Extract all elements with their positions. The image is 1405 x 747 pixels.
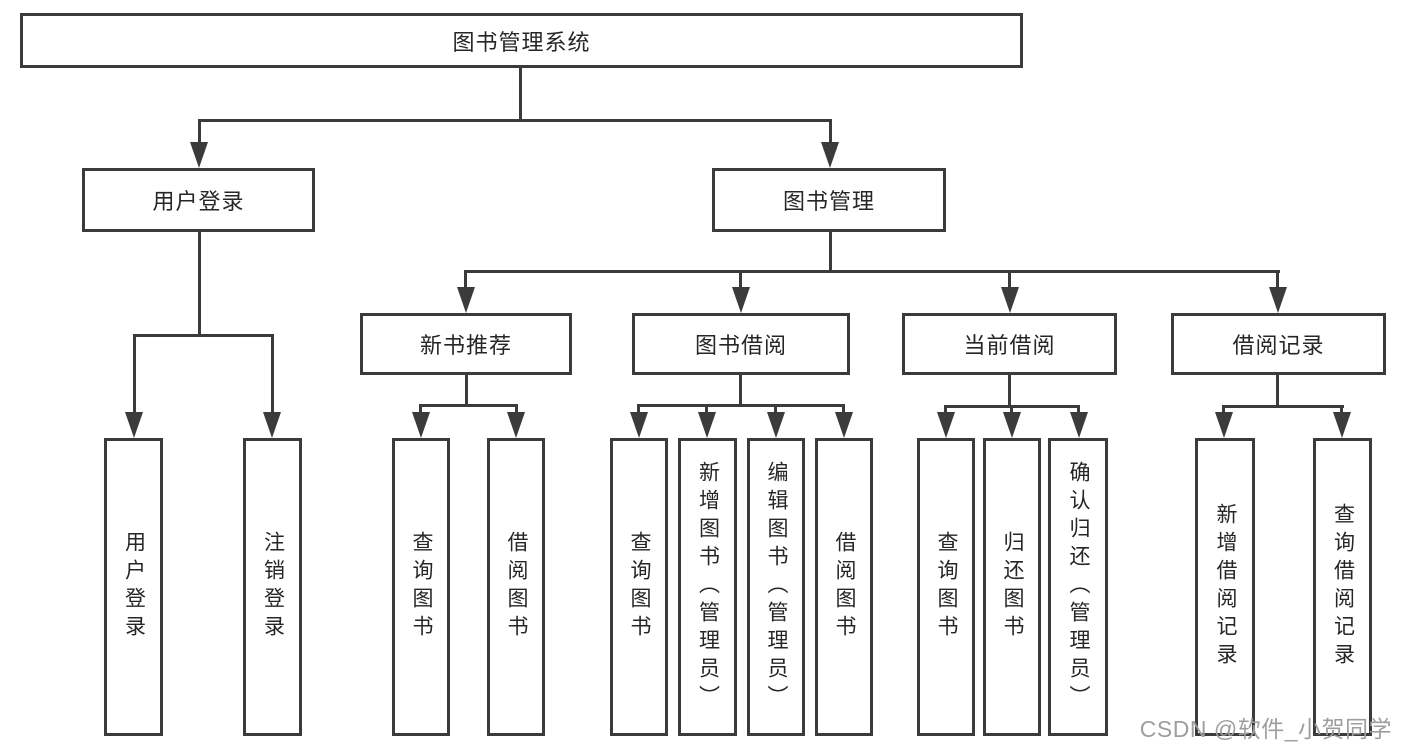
node-user-login: 用户登录 bbox=[82, 168, 315, 232]
hline bbox=[1222, 405, 1344, 408]
leaf-borrow-edit-books-admin-label: 编辑图书（管理员） bbox=[765, 461, 788, 713]
stem bbox=[1010, 405, 1013, 414]
leaf-current-confirm-return-admin-label: 确认归还（管理员） bbox=[1067, 461, 1090, 713]
arrow-down-icon bbox=[698, 412, 716, 438]
vline bbox=[829, 230, 832, 273]
leaf-current-return-books: 归还图书 bbox=[983, 438, 1041, 736]
vline bbox=[1276, 373, 1279, 408]
stem bbox=[1008, 270, 1011, 290]
arrow-down-icon bbox=[1003, 412, 1021, 438]
leaf-current-query-books-label: 查询图书 bbox=[935, 531, 958, 643]
leaf-borrow-borrow-books-label: 借阅图书 bbox=[833, 531, 856, 643]
stem bbox=[842, 404, 845, 414]
node-new-book-recommend: 新书推荐 bbox=[360, 313, 572, 375]
arrow-down-icon bbox=[190, 142, 208, 168]
node-root: 图书管理系统 bbox=[20, 13, 1023, 68]
stem bbox=[774, 404, 777, 414]
leaf-records-add-record-label: 新增借阅记录 bbox=[1214, 503, 1237, 671]
leaf-current-query-books: 查询图书 bbox=[917, 438, 975, 736]
arrow-down-icon bbox=[1215, 412, 1233, 438]
vline bbox=[1008, 373, 1011, 408]
leaf-recommend-query-books: 查询图书 bbox=[392, 438, 450, 736]
stem bbox=[464, 270, 467, 290]
stem bbox=[419, 404, 422, 414]
hline bbox=[133, 334, 274, 337]
leaf-current-confirm-return-admin: 确认归还（管理员） bbox=[1048, 438, 1108, 736]
arrow-down-icon bbox=[937, 412, 955, 438]
arrow-down-icon bbox=[835, 412, 853, 438]
arrow-down-icon bbox=[457, 287, 475, 313]
node-book-management: 图书管理 bbox=[712, 168, 946, 232]
stem bbox=[515, 404, 518, 414]
stem bbox=[829, 119, 832, 145]
stem bbox=[271, 334, 274, 414]
arrow-down-icon bbox=[1269, 287, 1287, 313]
leaf-records-query-record: 查询借阅记录 bbox=[1313, 438, 1372, 736]
arrow-down-icon bbox=[732, 287, 750, 313]
stem bbox=[1340, 405, 1343, 414]
arrow-down-icon bbox=[263, 412, 281, 438]
node-current-borrow-label: 当前借阅 bbox=[963, 333, 1056, 358]
leaf-records-add-record: 新增借阅记录 bbox=[1195, 438, 1255, 736]
stem bbox=[1276, 270, 1279, 290]
node-new-book-recommend-label: 新书推荐 bbox=[419, 333, 512, 358]
arrow-down-icon bbox=[1333, 412, 1351, 438]
leaf-recommend-query-books-label: 查询图书 bbox=[410, 531, 433, 643]
leaf-recommend-borrow-books-label: 借阅图书 bbox=[505, 531, 528, 643]
leaf-logout-label: 注销登录 bbox=[261, 531, 285, 643]
hline bbox=[464, 270, 1280, 273]
hline bbox=[419, 404, 518, 407]
stem bbox=[198, 119, 201, 145]
leaf-borrow-edit-books-admin: 编辑图书（管理员） bbox=[747, 438, 805, 736]
node-borrow-records-label: 借阅记录 bbox=[1232, 333, 1325, 358]
leaf-logout: 注销登录 bbox=[243, 438, 302, 736]
leaf-current-return-books-label: 归还图书 bbox=[1001, 531, 1024, 643]
leaf-user-login: 用户登录 bbox=[104, 438, 163, 736]
stem bbox=[637, 404, 640, 414]
arrow-down-icon bbox=[630, 412, 648, 438]
leaf-borrow-query-books-label: 查询图书 bbox=[628, 531, 651, 643]
leaf-borrow-query-books: 查询图书 bbox=[610, 438, 668, 736]
stem bbox=[739, 270, 742, 290]
leaf-borrow-add-books-admin-label: 新增图书（管理员） bbox=[696, 461, 720, 713]
arrow-down-icon bbox=[125, 412, 143, 438]
leaf-user-login-label: 用户登录 bbox=[122, 531, 146, 643]
node-user-login-label: 用户登录 bbox=[152, 189, 245, 214]
arrow-down-icon bbox=[1001, 287, 1019, 313]
hline bbox=[637, 404, 845, 407]
node-book-borrow-label: 图书借阅 bbox=[694, 333, 787, 358]
arrow-down-icon bbox=[821, 142, 839, 168]
arrow-down-icon bbox=[507, 412, 525, 438]
stem bbox=[1222, 405, 1225, 414]
arrow-down-icon bbox=[1070, 412, 1088, 438]
stem bbox=[705, 404, 708, 414]
node-book-management-label: 图书管理 bbox=[782, 189, 875, 214]
node-root-label: 图书管理系统 bbox=[452, 29, 591, 55]
leaf-recommend-borrow-books: 借阅图书 bbox=[487, 438, 545, 736]
vline bbox=[198, 230, 201, 336]
leaf-records-query-record-label: 查询借阅记录 bbox=[1331, 503, 1355, 671]
vline bbox=[739, 373, 742, 406]
csdn-watermark: CSDN @软件_小贺同学 bbox=[1139, 716, 1392, 742]
stem bbox=[944, 405, 947, 414]
arrow-down-icon bbox=[412, 412, 430, 438]
stem bbox=[133, 334, 136, 414]
node-borrow-records: 借阅记录 bbox=[1171, 313, 1386, 375]
hline bbox=[198, 119, 832, 122]
stem bbox=[1077, 405, 1080, 414]
vline bbox=[519, 66, 522, 122]
node-current-borrow: 当前借阅 bbox=[902, 313, 1117, 375]
vline bbox=[465, 373, 468, 406]
leaf-borrow-add-books-admin: 新增图书（管理员） bbox=[678, 438, 737, 736]
leaf-borrow-borrow-books: 借阅图书 bbox=[815, 438, 873, 736]
arrow-down-icon bbox=[767, 412, 785, 438]
node-book-borrow: 图书借阅 bbox=[632, 313, 850, 375]
